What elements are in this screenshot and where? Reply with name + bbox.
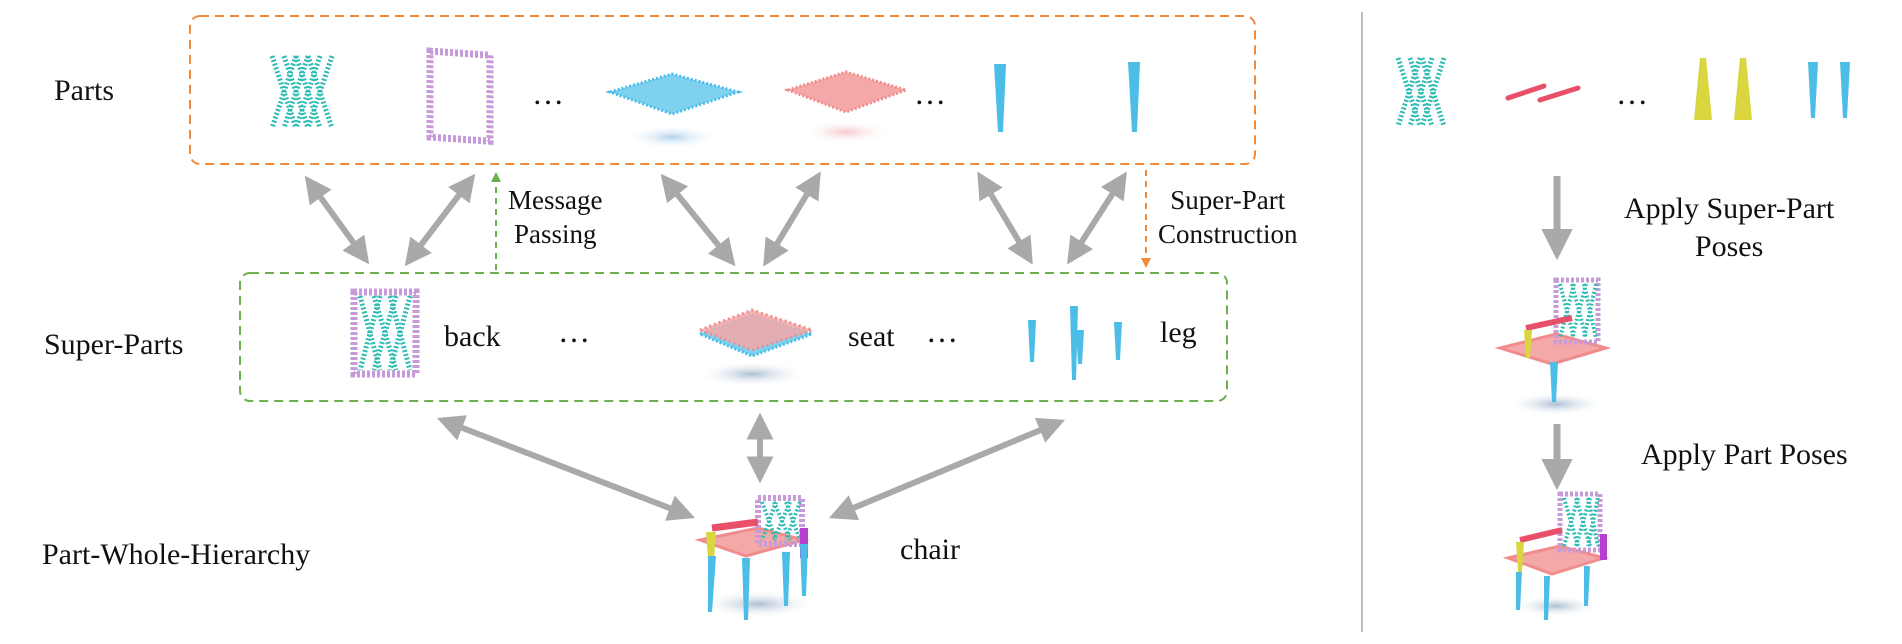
label-parts: Parts: [54, 74, 114, 107]
right-part-cross-teal: [1395, 57, 1447, 127]
arrows-parts-super: [304, 171, 1127, 267]
parts-box: [189, 15, 1256, 165]
label-super-part-construction: Super-Part Construction: [1158, 184, 1298, 252]
label-apply-super-line1: Apply Super-Part: [1624, 192, 1835, 225]
right-part-blue-legs: [1808, 62, 1850, 118]
super-parts-box: [239, 272, 1228, 402]
parts-ellipsis-1: …: [532, 75, 564, 111]
super-ellipsis-2: …: [926, 313, 958, 349]
part-seat-pink: [783, 70, 911, 114]
label-super-parts: Super-Parts: [44, 328, 184, 361]
parts-ellipsis-2: …: [914, 75, 946, 111]
label-seat: seat: [848, 320, 895, 353]
right-part-red-bars: [1505, 83, 1581, 103]
right-part-yellow-cones: [1694, 58, 1752, 120]
part-leg-2: [1128, 62, 1140, 132]
super-part-seat-pink: [695, 308, 817, 352]
part-seat-pink-shadow: [800, 120, 892, 144]
arrows-super-chair: [436, 412, 1065, 521]
super-part-legs: [1028, 306, 1122, 380]
label-apply-super-line2: Poses: [1694, 229, 1764, 263]
super-part-back: [350, 288, 420, 378]
super-seat-shadow: [696, 361, 808, 387]
right-chair-final: [1502, 491, 1610, 620]
main-chair: [694, 495, 818, 620]
label-message-passing-line2: Passing: [513, 218, 597, 249]
part-seat-blue: [605, 72, 744, 116]
label-message-passing: Message Passing: [508, 184, 602, 252]
label-leg: leg: [1160, 316, 1197, 349]
label-construction-line2: Construction: [1158, 218, 1298, 249]
right-chair-super: [1494, 277, 1612, 416]
label-apply-part-poses: Apply Part Poses: [1641, 438, 1848, 471]
part-leg-1: [994, 64, 1006, 132]
label-message-passing-line1: Message: [508, 185, 603, 215]
part-frame-lilac: [426, 47, 494, 146]
part-seat-blue-shadow: [624, 125, 720, 149]
part-cross-teal: [269, 55, 335, 129]
right-ellipsis: …: [1616, 75, 1648, 111]
label-hierarchy: Part-Whole-Hierarchy: [42, 538, 311, 571]
label-back: back: [444, 320, 501, 353]
label-apply-super-part-poses: Apply Super-Part Poses: [1624, 190, 1834, 265]
label-chair: chair: [900, 533, 960, 566]
label-construction-line1: Super-Part: [1170, 185, 1286, 215]
super-ellipsis-1: …: [558, 313, 590, 349]
